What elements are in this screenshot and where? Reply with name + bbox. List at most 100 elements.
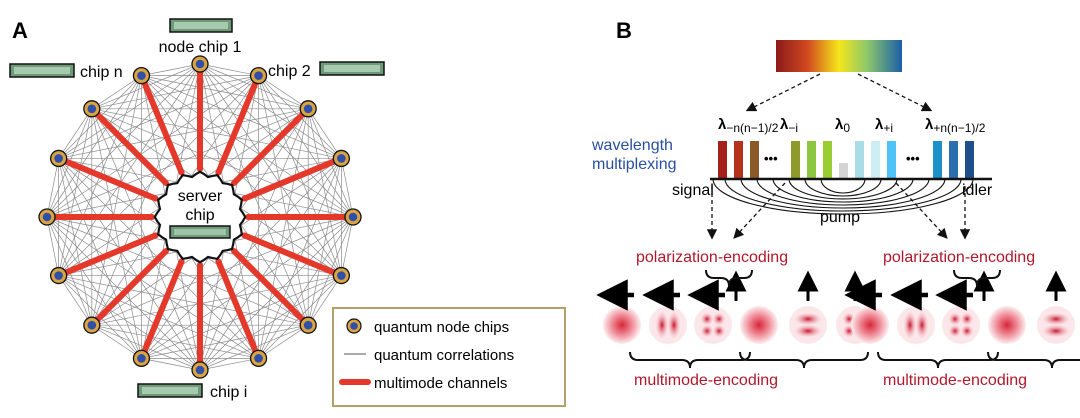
arrow-spectrum-right: [857, 73, 933, 112]
legend-correlations-label: quantum correlations: [374, 347, 514, 364]
mode-profile-gauss: [603, 306, 641, 344]
multimode-channel: [138, 72, 185, 176]
arrow-spectrum-left: [745, 73, 821, 112]
node-chip: [299, 100, 317, 118]
correlation-line: [91, 324, 259, 359]
lambda-left-far: λ−n(n−1)/2: [718, 116, 779, 135]
comb-line: [965, 141, 974, 179]
comb-line: [933, 141, 942, 179]
chip-n: chip n: [9, 63, 123, 81]
correlation-line: [46, 216, 142, 359]
node-chip: [344, 208, 362, 226]
correlation-line: [258, 216, 354, 359]
mode-profile-vpair: [649, 306, 687, 344]
multimode-channel: [215, 258, 262, 362]
correlation-line: [46, 216, 259, 359]
node-chip: [49, 266, 68, 285]
node-chip: [38, 208, 56, 226]
node-chip: [83, 316, 101, 334]
comb-line: [791, 141, 800, 179]
correlation-line: [46, 158, 59, 218]
correlation-line: [258, 324, 309, 359]
legend: quantum node chips quantum correlations …: [332, 307, 566, 407]
correlation-line: [58, 158, 93, 326]
correlation-line: [199, 63, 342, 159]
comb-line: [887, 141, 896, 179]
correlation-line: [141, 324, 309, 359]
legend-nodes-label: quantum node chips: [374, 319, 509, 336]
comb-line: [855, 141, 864, 179]
correlation-line: [46, 216, 59, 276]
lambda-right-i: λ+i: [875, 116, 893, 135]
encoding-brace: [629, 351, 751, 369]
correlation-line: [91, 324, 142, 359]
comb-line: [807, 141, 816, 179]
frequency-comb: [718, 141, 974, 179]
pump-label: pump: [820, 209, 860, 226]
mode-profile-gauss: [740, 306, 778, 344]
chip-node1: node chip 1: [159, 18, 242, 56]
pair-arc: [772, 178, 914, 203]
correlation-line: [58, 275, 201, 371]
correlation-line: [199, 358, 259, 371]
pair-arc: [712, 178, 974, 215]
server-chip-outline: [153, 170, 247, 264]
correlation-line: [307, 108, 342, 276]
label-node-chip-1: node chip 1: [159, 39, 242, 56]
lambda-center: λ0: [835, 116, 850, 135]
server-chip-label-line2: chip: [185, 207, 214, 224]
chip-i: chip i: [137, 383, 247, 401]
pair-arc: [788, 178, 898, 200]
pair-arc: [724, 178, 962, 212]
arrow-left-i-down: [733, 182, 786, 239]
comb-ellipsis-left: •••: [764, 151, 778, 166]
correlation-line: [141, 358, 201, 371]
arrow-right-i-down: [895, 182, 948, 239]
mode-profile-gauss: [988, 306, 1026, 344]
server-chip-image: [169, 225, 231, 239]
encoding-brace: [877, 351, 999, 369]
wavelength-multiplexing-line2: multiplexing: [592, 156, 676, 173]
multimode-channel: [230, 105, 312, 187]
correlation-line: [91, 75, 142, 326]
label-chip-2: chip 2: [268, 63, 311, 80]
comb-line: [823, 141, 832, 179]
comb-line: [949, 141, 958, 179]
correlation-line: [141, 63, 201, 76]
correlation-line: [58, 108, 93, 159]
correlation-line: [199, 63, 259, 76]
node-chip: [332, 149, 351, 168]
mode-encodings: [596, 269, 1080, 369]
lambda-left-i: λ−i: [780, 116, 798, 135]
multimode-encoding-right: multimode-encoding: [883, 372, 1027, 389]
legend-node-icon: [346, 318, 362, 334]
correlation-line: [341, 158, 354, 218]
encoding-brace: [705, 269, 753, 287]
comb-ellipsis-right: •••: [906, 151, 920, 166]
correlation-line: [307, 108, 342, 159]
idler-label: idler: [962, 182, 993, 199]
lambda-right-far: λ+n(n−1)/2: [925, 116, 986, 135]
encoding-brace: [987, 351, 1080, 369]
comb-line: [734, 141, 743, 179]
correlation-line: [258, 75, 354, 218]
signal-label: signal: [672, 182, 714, 199]
node-chip: [191, 55, 209, 73]
multimode-channel: [230, 247, 312, 329]
pump-spectrum: [776, 40, 902, 72]
network-diagram: [38, 55, 362, 379]
node-chip: [49, 149, 68, 168]
mode-profile-vpair: [897, 306, 935, 344]
node-chip: [191, 361, 209, 379]
multimode-channel: [55, 155, 159, 202]
correlation-line: [58, 275, 93, 326]
correlation-line: [307, 158, 342, 326]
correlation-line: [341, 216, 354, 276]
multimode-channel: [215, 72, 262, 176]
label-chip-i: chip i: [210, 384, 247, 401]
wavelength-multiplexing-line1: wavelength: [591, 137, 673, 154]
polarization-encoding-right: polarization-encoding: [883, 249, 1035, 266]
correlation-line: [58, 158, 201, 371]
node-chip: [299, 316, 317, 334]
